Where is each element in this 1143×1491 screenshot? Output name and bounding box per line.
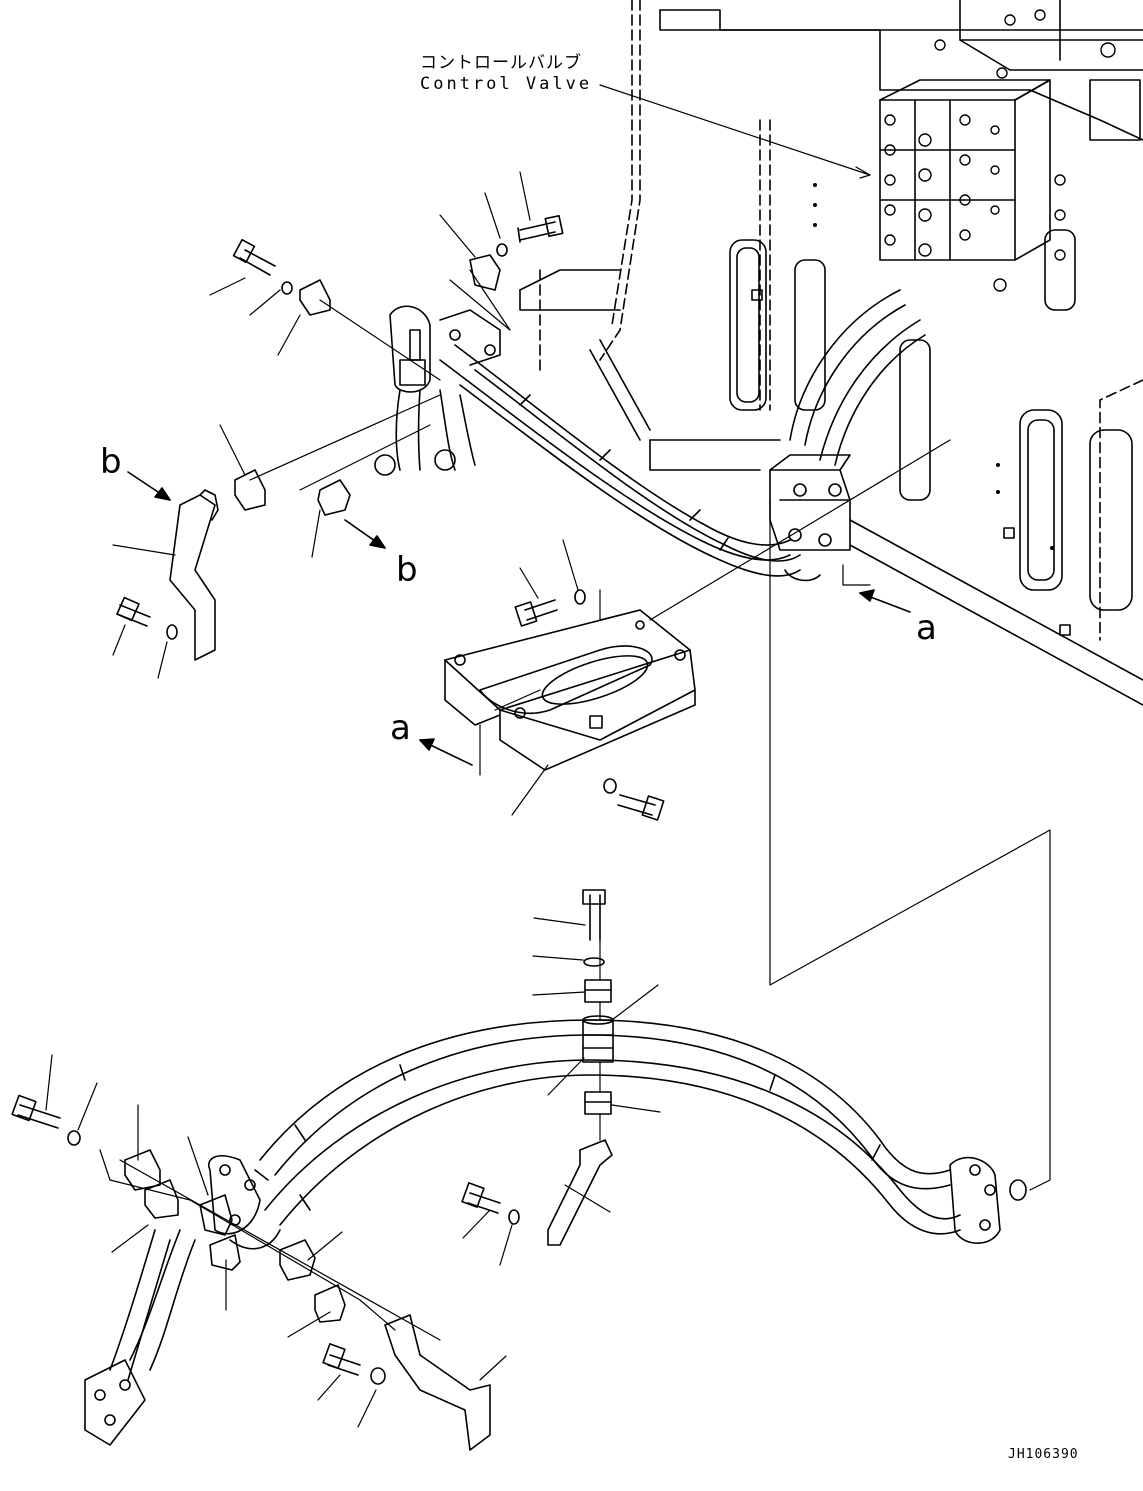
view-arrows	[127, 471, 911, 766]
guard-plate	[444, 609, 696, 771]
control-valve-label-jp: コントロールバルブ	[420, 53, 582, 73]
view-marker-a-target: a	[390, 708, 411, 748]
view-marker-b-source: b	[100, 442, 122, 482]
fastener-parts	[11, 214, 1027, 1451]
drawing-number: JH106390	[1008, 1447, 1079, 1462]
control-valve-label-en: Control Valve	[420, 74, 593, 94]
control-valve-frame	[519, 0, 1143, 706]
view-marker-a-source: a	[916, 608, 937, 648]
leader-lines	[45, 84, 1051, 1428]
upper-hose-assembly	[374, 289, 926, 582]
lower-hose-assembly	[84, 1015, 1001, 1446]
view-marker-b-target: b	[396, 550, 418, 590]
valve-port-bolts	[884, 9, 1116, 292]
